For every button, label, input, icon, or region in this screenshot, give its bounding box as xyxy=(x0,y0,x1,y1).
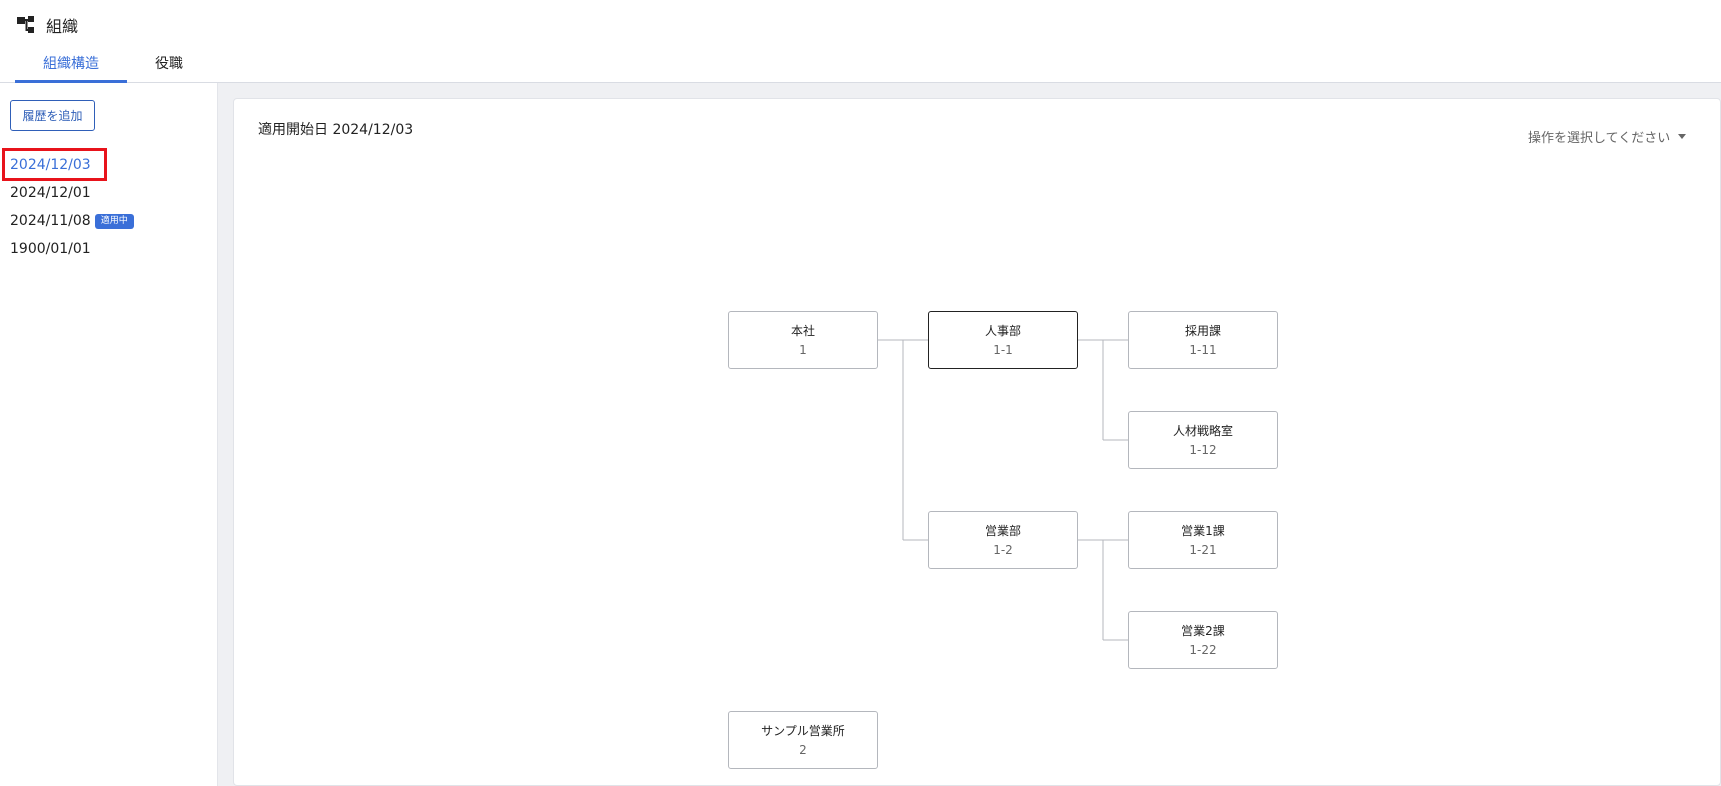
app-title: 組織 xyxy=(17,13,78,37)
history-item[interactable]: 2024/12/01 xyxy=(10,185,91,201)
node-code: 1 xyxy=(799,343,807,357)
node-code: 1-11 xyxy=(1189,343,1217,357)
node-code: 2 xyxy=(799,743,807,757)
node-name: 本社 xyxy=(790,324,815,338)
node-code: 1-2 xyxy=(993,543,1013,557)
chevron-down-icon xyxy=(1678,134,1687,139)
org-node-jinzai-senryaku[interactable]: 人材戦略室 1-12 xyxy=(1128,411,1278,469)
app-header: 組織 組織構造 役職 xyxy=(0,0,1721,83)
org-node-eigyou2ka[interactable]: 営業2課 1-22 xyxy=(1128,611,1278,669)
selection-highlight xyxy=(2,148,107,181)
history-sidebar xyxy=(0,83,218,786)
node-name: サンプル営業所 xyxy=(761,724,845,738)
history-item[interactable]: 2024/11/08 適用中 xyxy=(10,213,134,229)
node-code: 1-12 xyxy=(1189,443,1217,457)
history-item[interactable]: 1900/01/01 xyxy=(10,241,91,257)
history-item-selected[interactable]: 2024/12/03 xyxy=(10,157,91,173)
tab-positions[interactable]: 役職 xyxy=(155,56,183,72)
tab-org-structure[interactable]: 組織構造 xyxy=(15,52,127,83)
org-node-eigyoubu[interactable]: 営業部 1-2 xyxy=(928,511,1078,569)
org-chart-icon xyxy=(17,16,34,33)
org-node-saiyouka[interactable]: 採用課 1-11 xyxy=(1128,311,1278,369)
org-node-eigyou1ka[interactable]: 営業1課 1-21 xyxy=(1128,511,1278,569)
node-name: 営業2課 xyxy=(1181,624,1225,638)
history-date: 2024/12/03 xyxy=(10,157,91,173)
org-chart-card xyxy=(233,98,1721,786)
node-name: 営業1課 xyxy=(1181,524,1225,538)
org-node-sample-eigyousho[interactable]: サンプル営業所 2 xyxy=(728,711,878,769)
history-date: 2024/12/01 xyxy=(10,185,91,201)
history-date: 2024/11/08 xyxy=(10,213,91,229)
start-date-label: 適用開始日 2024/12/03 xyxy=(258,122,414,138)
node-name: 営業部 xyxy=(984,524,1021,538)
node-name: 人事部 xyxy=(984,324,1021,338)
org-node-jinjibu[interactable]: 人事部 1-1 xyxy=(928,311,1078,369)
page-title: 組織 xyxy=(46,17,79,36)
node-code: 1-21 xyxy=(1189,543,1217,557)
node-name: 人材戦略室 xyxy=(1172,424,1233,438)
history-date: 1900/01/01 xyxy=(10,241,91,257)
node-code: 1-1 xyxy=(993,343,1013,357)
add-history-button[interactable]: 履歴を追加 xyxy=(10,100,95,131)
operation-select-label: 操作を選択してください xyxy=(1528,131,1671,146)
operation-select[interactable]: 操作を選択してください xyxy=(1528,127,1687,146)
org-node-honsha[interactable]: 本社 1 xyxy=(728,311,878,369)
active-badge: 適用中 xyxy=(94,213,134,229)
node-code: 1-22 xyxy=(1189,643,1217,657)
node-name: 採用課 xyxy=(1184,324,1221,338)
